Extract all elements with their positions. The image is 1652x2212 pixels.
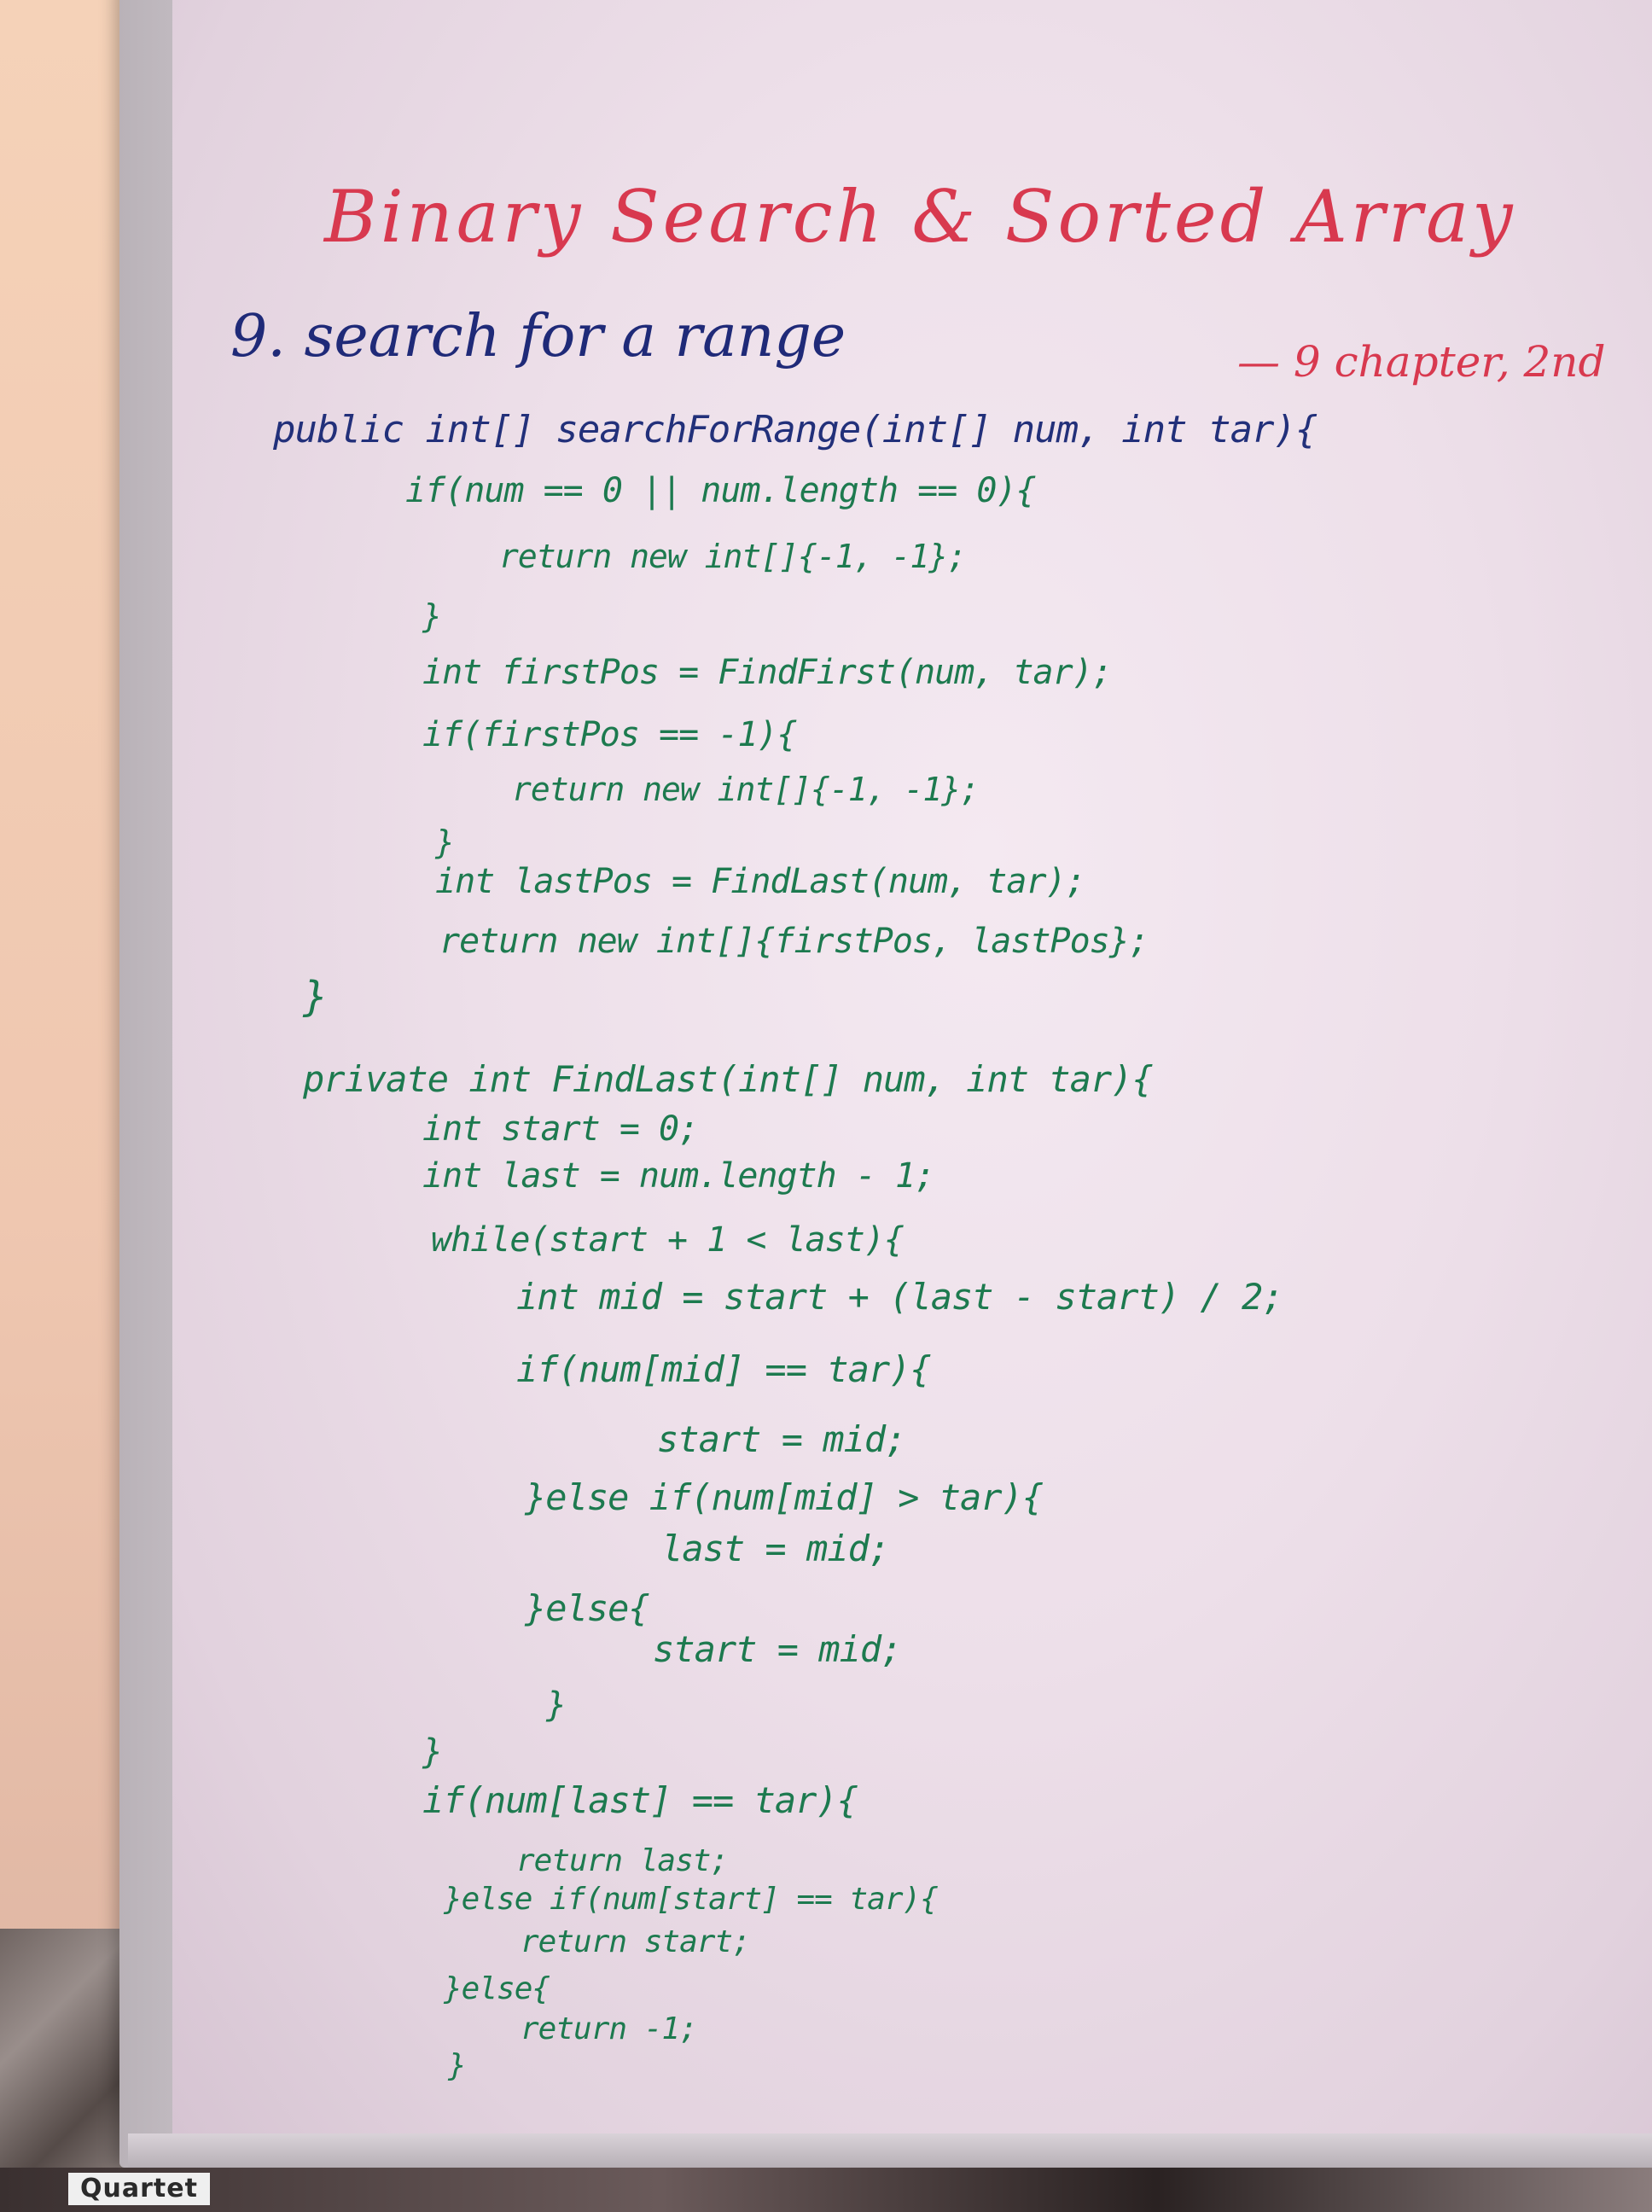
code-line: } [546,1685,567,1725]
floor-clutter [0,2168,1652,2212]
board-title: Binary Search & Sorted Array [324,175,1516,259]
marker-tray [128,2133,1652,2168]
code-line: } [422,597,442,635]
code-line: int start = 0; [422,1109,699,1149]
side-note: — 9 chapter, 2nd [1237,337,1606,387]
brand-label: Quartet [68,2173,210,2205]
code-line: }else{ [525,1587,650,1629]
code-line: while(start + 1 < last){ [431,1220,905,1260]
code-line: public int[] searchForRange(int[] num, i… [273,408,1318,451]
code-line: return -1; [521,2011,698,2046]
whiteboard-surface [172,0,1652,2133]
code-line: private int FindLast(int[] num, int tar)… [303,1058,1154,1100]
code-line: return last; [516,1843,729,1878]
code-line: start = mid; [653,1628,902,1670]
code-line: start = mid; [657,1418,906,1460]
code-line: } [303,973,328,1021]
code-line: last = mid; [661,1528,890,1569]
code-line: if(firstPos == -1){ [422,715,798,754]
code-line: if(num == 0 || num.length == 0){ [405,471,1037,510]
code-line: }else{ [444,1971,550,2006]
board-subtitle: 9. search for a range [230,303,846,370]
code-line: if(num[mid] == tar){ [516,1348,932,1390]
code-line: return new int[]{-1, -1}; [499,538,967,575]
code-line: int firstPos = FindFirst(num, tar); [422,653,1113,692]
code-line: }else if(num[mid] > tar){ [525,1476,1044,1518]
code-line: int lastPos = FindLast(num, tar); [435,862,1086,901]
code-line: }else if(num[start] == tar){ [444,1882,939,1917]
code-line: int mid = start + (last - start) / 2; [516,1276,1284,1318]
code-line: } [448,2048,467,2083]
code-line: int last = num.length - 1; [422,1156,935,1196]
code-line: return start; [521,1924,751,1959]
code-line: } [422,1732,443,1772]
code-line: if(num[last] == tar){ [422,1779,858,1821]
wall-background [0,0,128,2212]
code-line: return new int[]{firstPos, lastPos}; [439,922,1149,961]
code-line: return new int[]{-1, -1}; [512,771,980,808]
code-line: } [435,824,455,861]
